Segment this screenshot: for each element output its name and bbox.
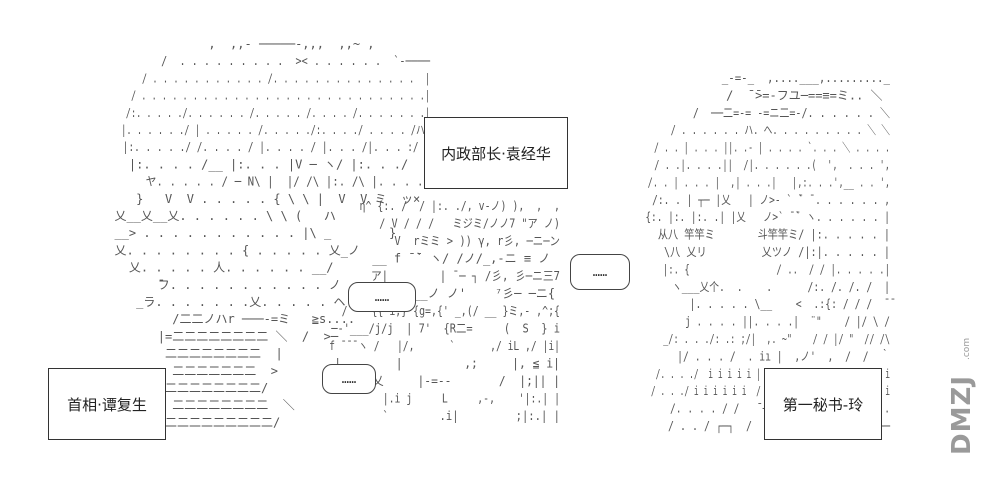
right-figure-art-line: j . . . . ||. . . .| ¨" / |/ \ / (560, 315, 890, 329)
right-figure-art-line: / ̄ ̄>=‐フユ─==≡=ミ.. ＼ (560, 88, 883, 102)
left-figure-art-line: |. . . . . ./ | . . . . . /. . . . ./:. … (100, 123, 430, 137)
left-figure-art-line: |=二二二二二二二二 ＼ / >─ (100, 329, 339, 343)
middle-figure-art-line: _ ア| | ̄ ─ ┐ /彡, 彡─ニ三7 (300, 269, 560, 283)
middle-figure-art-line: ` .i| ;|:.| | (300, 409, 560, 423)
left-figure-art-line: / . . . . . . . . . . . /. . . . . . . .… (100, 71, 430, 85)
speech-bubble-text: …… (592, 265, 608, 279)
left-figure-art-line: } V V . . . . . { \ \ | V V ミ ッ× (100, 192, 420, 206)
middle-figure-art-line: η^ {:. / / |:. ./, v-ノ) ), , , (300, 199, 560, 213)
left-figure-art-line: ̄フ. . . . . . . . . . . ノ (100, 278, 341, 292)
right-figure-art-line: /:. . | ┬─ |乂 | ノ>‐ ` ̄` ̄ . . . . . . , (560, 193, 890, 207)
left-figure-art-line: 乂. . . . . 人. . . . . . __/ (100, 261, 334, 275)
speech-bubble-right: …… (570, 254, 630, 290)
prime-minister-caption-box: 首相·谭复生 (48, 368, 166, 440)
right-figure-art-line: / . .|. . . .|| /|. . . . . .( ', . . . … (560, 158, 890, 172)
watermark-domain-suffix: .com (962, 337, 972, 360)
right-figure-art-line: / . . . . . . ハ. ヘ. . . . . . . . . ＼ ＼ (560, 123, 890, 137)
speech-bubble-middle-upper: …… (348, 282, 416, 312)
left-figure-art-line: ヤ. . . . . / ─ N\ | |/ /\ |:. /\ |. . . … (100, 175, 430, 189)
secretary-caption: 第一秘书-玲 (782, 395, 864, 414)
middle-figure-art-line: Y` 乂____ノ ノ' ⁷彡─ ─ニ{ (300, 287, 555, 301)
speech-bubble-middle-lower: …… (322, 364, 376, 394)
left-figure-art-line: 二二二二二二二二 | (100, 347, 283, 361)
middle-figure-art-line: |.i j L ,-, '|:.| | (300, 392, 560, 406)
speech-bubble-text: …… (341, 372, 357, 386)
middle-figure-art-line: ─‐'___/j/j | 7' {R二= ( S } i (300, 322, 560, 336)
left-figure-art-line: 乂__乂__乂. . . . . . \ \ ( ハ (100, 209, 336, 223)
middle-figure-art-line: / V / / / ミジミ/ノノ7 "ア ノ) (300, 217, 560, 231)
left-figure-art-line: |:. . . . ./ /. . . . / |. . . . / |. . … (100, 140, 430, 154)
right-figure-art-line: _/: . . ./: .: ;/| ,. ~" / / |/ " // /\ (560, 332, 890, 346)
right-figure-art-line: 从八 竿竿ミ 斗竿竿ミ/ |:. . . . . | (560, 227, 890, 242)
middle-figure-art-line: / {{ i;} {g=,{' _,(/ __ }ミ,- ,^;{ (300, 304, 560, 318)
secretary-caption-box: 第一秘书-玲 (764, 368, 882, 440)
speech-bubble-text: …… (374, 290, 390, 304)
left-figure-art-line: /二二ノハr ───‐=ミ ≧s.... (100, 312, 355, 326)
left-figure-art-line: /:. . . . ./. . . . . . /. . . . . /. . … (100, 106, 430, 120)
left-figure-art-line: 乂. . . . . . . . { . . . . . 乂_ノ (100, 243, 360, 257)
minister-caption-box: 内政部长·袁经华 (424, 117, 568, 189)
right-figure-art-line: |:. { / .. / / |. . . . .| (560, 262, 890, 276)
left-figure-art-line: / . . . . . . . . . . . . . . . . . . . … (100, 89, 430, 103)
middle-figure-art-line: f ̄ ̄ ̄ ヽ / |/, ` ,/ iL ,/ |i| (300, 339, 560, 353)
right-figure-art-line: ヽ___乂个. . . /:. /. /. / | (560, 280, 890, 294)
middle-figure-art-line: V rミミ > )) γ, r彡, ─ニ─ン (300, 234, 560, 248)
middle-figure-art-line: __ f ̄ ̄` ヽ/ /ノ/_,-ニ ≡ ノ (300, 252, 550, 266)
left-figure-art-line: , ,,- ─────‐,,, ,,~ , (100, 37, 375, 51)
watermark-logo-text: DMZJ (947, 375, 978, 455)
left-figure-art-line: / . . . . . . . . . >< . . . . . . `‐───… (100, 54, 431, 68)
right-figure-art-line: |/ . . . / . iı | ,ノ' , / / ｀ (560, 347, 890, 363)
right-figure-art-line: \八 乂リ 乂ツノ /|:|. . . . . | (560, 245, 890, 259)
left-figure-art-line: __> . . . . . . . . . . . |\ _ } (100, 226, 396, 240)
right-figure-art-line: /. . | . . . | ,| . . .| |,:. . .',__ . … (560, 175, 890, 189)
minister-caption: 内政部长·袁经华 (441, 144, 551, 163)
right-figure-art-line: / . . | . . . ||. .‐ | . . . . `. . . ＼ … (560, 141, 890, 155)
site-watermark: DMZJ (944, 360, 980, 470)
right-figure-art-line: {:. |:. |:. .| |乂 ノ>` ̄ ̄` ヽ. . . . . . … (560, 210, 890, 224)
prime-minister-caption: 首相·谭复生 (67, 395, 147, 414)
left-figure-art-line: |:. . . . /__ |:. . . |V ─ ヽ/ |:. . ./ | (100, 157, 430, 171)
right-figure-art-line: |. . . . . \__ < .:{: / / / ̄ ̄ (560, 297, 895, 311)
left-figure-art-line: _ラ. . . . . . .乂. . . . . ヘ (100, 295, 346, 309)
right-figure-art-line: / ──二=‐= ‐=ニ二=‐/. . . . . . ＼ (560, 106, 890, 120)
right-figure-art-line: _-=-_ ,....___,........._ (560, 71, 891, 85)
